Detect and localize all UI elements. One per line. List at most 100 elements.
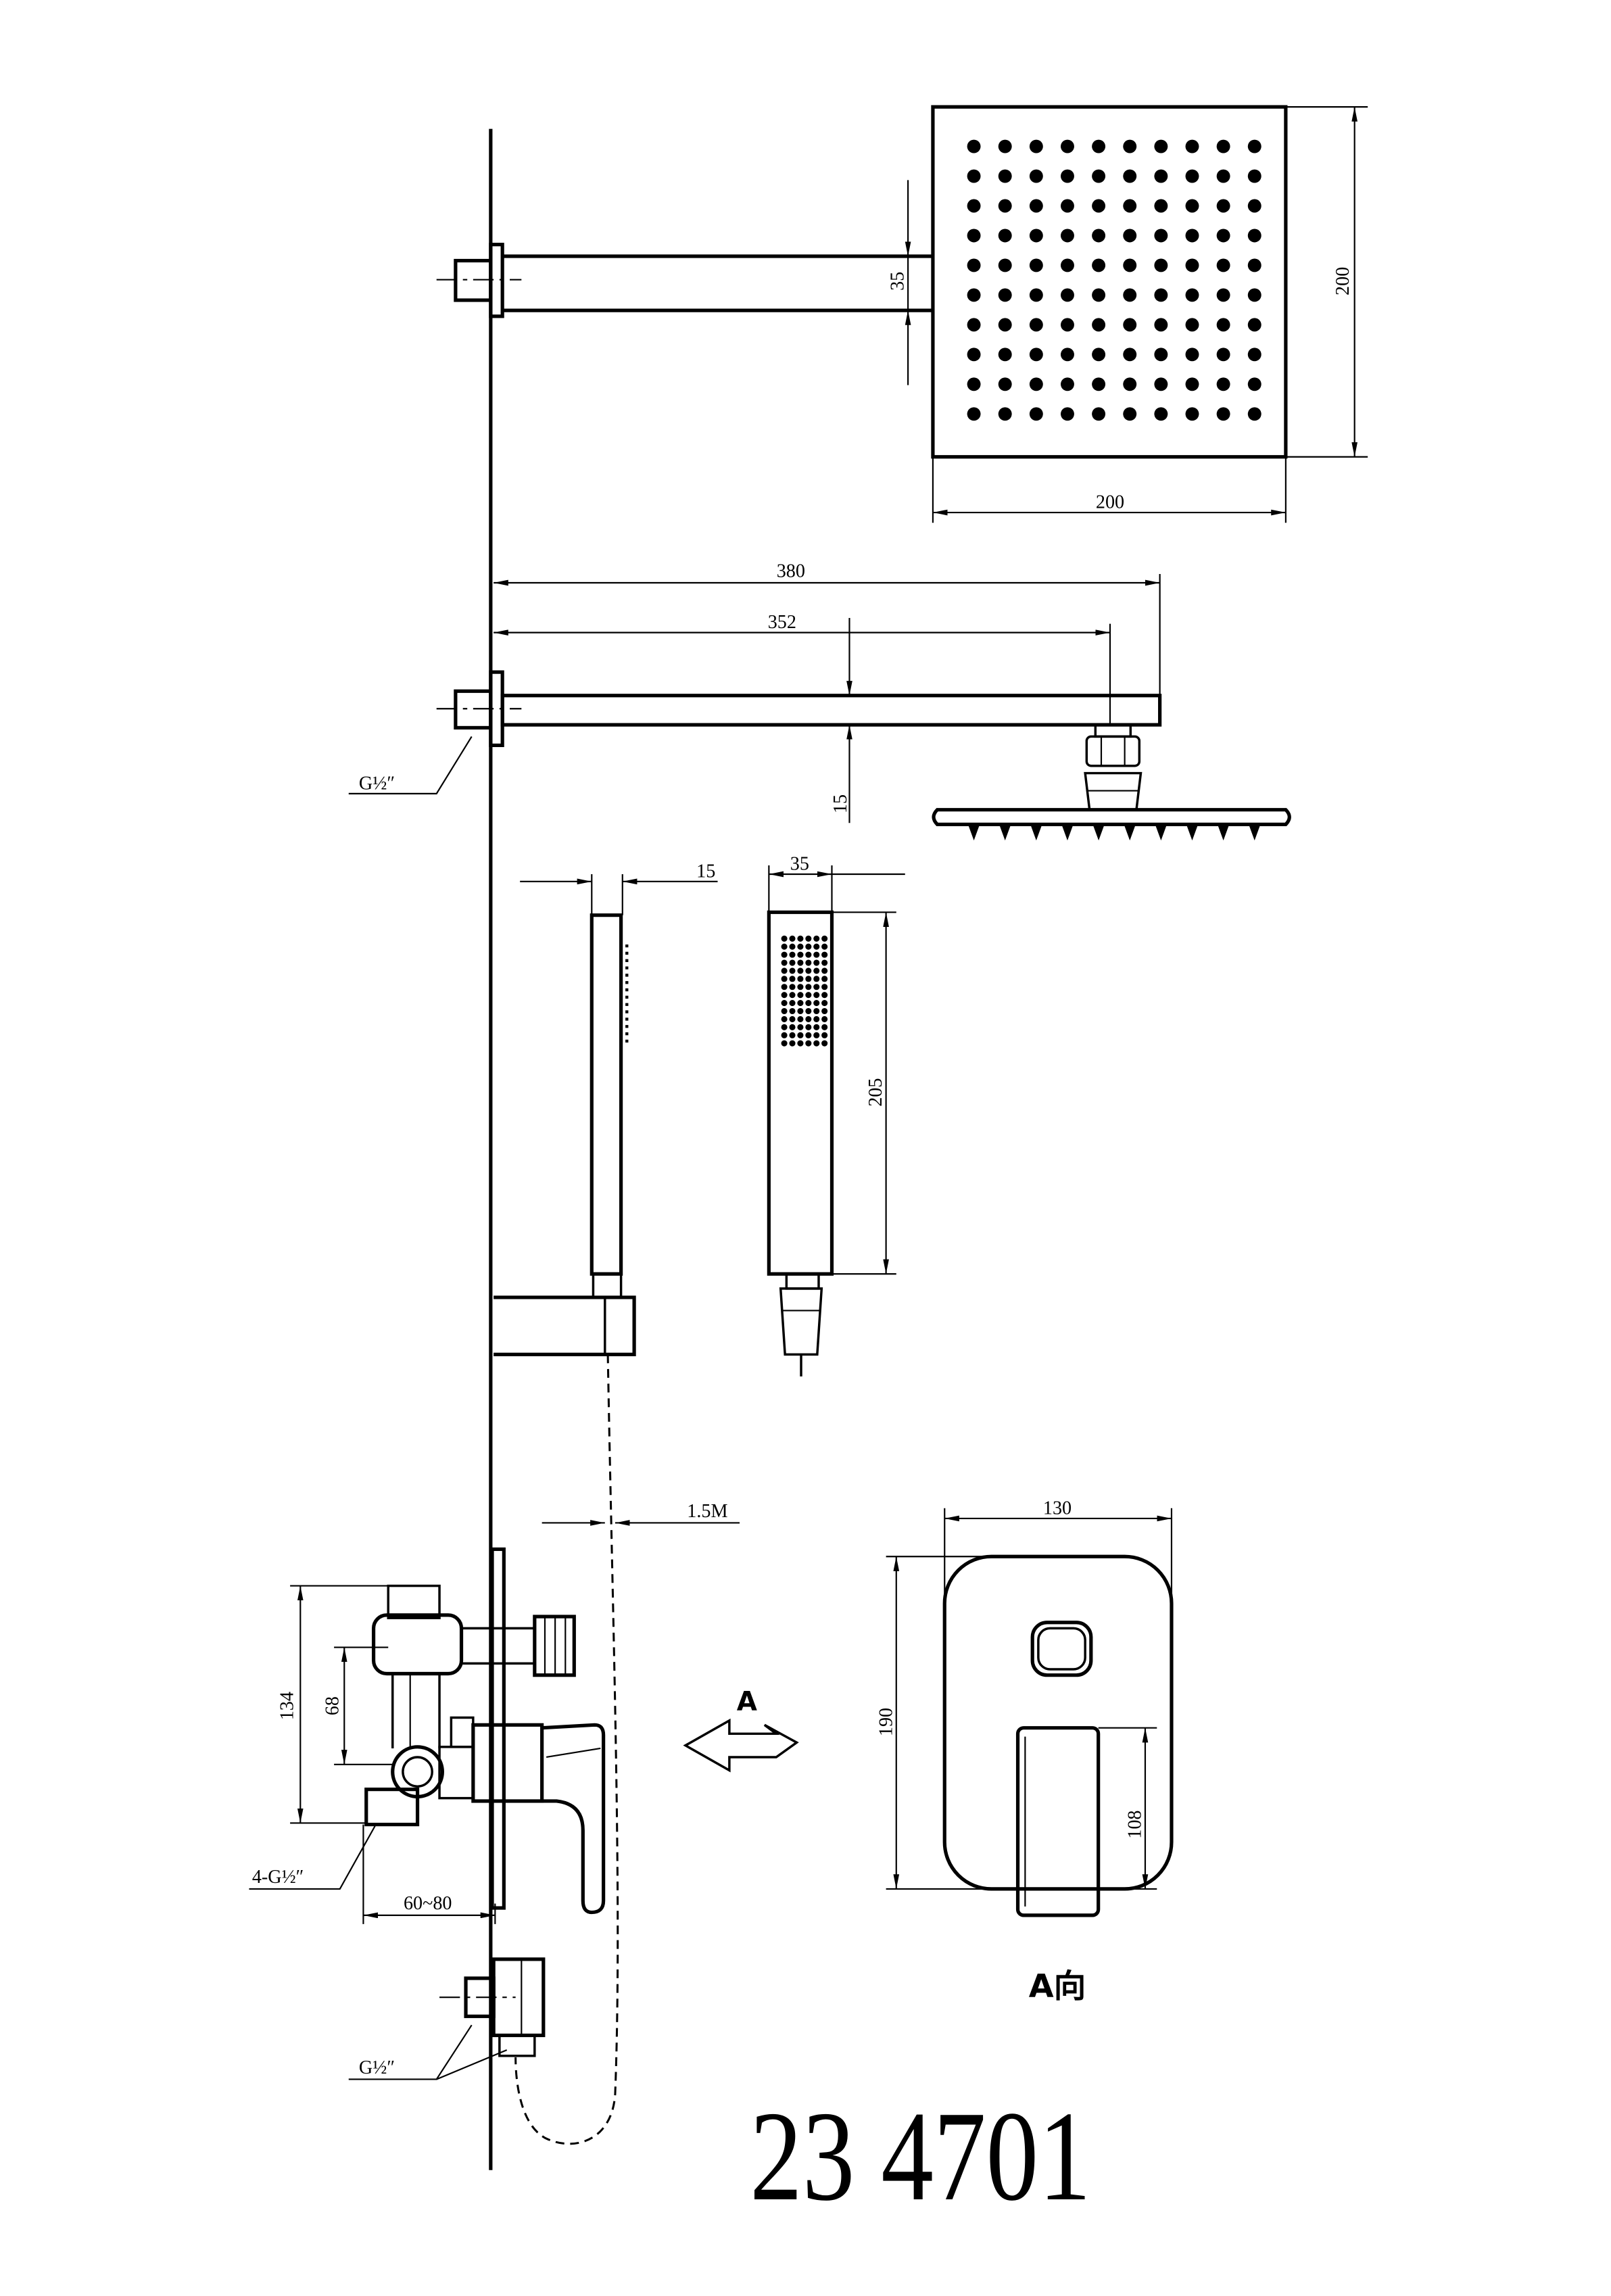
nozzle-dot (1123, 258, 1137, 272)
nozzle-dot (1185, 377, 1199, 391)
model-number: 23 4701 (750, 2085, 1091, 2228)
leader-line (348, 736, 473, 794)
hand-nozzle-dot (805, 1007, 812, 1015)
hand-nozzle-dot (821, 1032, 828, 1038)
dimension-label: 205 (865, 1078, 886, 1107)
dimension-mixer-depth: 60~80 (362, 1824, 496, 1924)
nozzle-dot (1216, 318, 1230, 332)
nozzle-dot (998, 348, 1012, 362)
dimension-hand-width: 35 (768, 853, 905, 913)
nozzle-dot (1123, 199, 1137, 213)
hand-nozzle-dot (805, 935, 812, 942)
hand-nozzle-dot (781, 935, 788, 942)
inlet-stub (454, 258, 493, 302)
hand-nozzle-dot (781, 1024, 788, 1030)
thread-label: 4-G½″ (252, 1867, 304, 1888)
inlet-block (364, 1788, 420, 1827)
hand-nozzle-dot (805, 976, 812, 982)
nozzle-dot (998, 377, 1012, 391)
nozzle-dot (1247, 258, 1261, 272)
dimension-label: 60~80 (404, 1893, 452, 1914)
diverter-button-outer (1030, 1621, 1093, 1677)
hand-nozzle-dot (805, 943, 812, 950)
nozzle-dot (1061, 318, 1074, 332)
hand-nozzle-dot (797, 1024, 804, 1030)
dimension-hose-length: 1.5M (542, 1501, 740, 1526)
hand-nozzle-dot (789, 984, 796, 990)
nozzle-dot (1092, 139, 1106, 153)
nozzle-dot (1247, 139, 1261, 153)
nozzle-dot (1185, 348, 1199, 362)
cartridge-bracket (450, 1716, 475, 1748)
hand-shower-cone (779, 1287, 823, 1356)
hand-nozzle-dot (797, 1040, 804, 1047)
dimension-label: 108 (1124, 1810, 1145, 1838)
hand-nozzle-dot (805, 959, 812, 966)
hand-nozzle-dot (821, 951, 828, 958)
hand-nozzle-dot (813, 1032, 820, 1038)
nozzle-dot (1247, 348, 1261, 362)
side-nozzle (967, 824, 980, 841)
hand-nozzle-dot (797, 943, 804, 950)
nozzle-dot (967, 258, 981, 272)
hand-nozzle-dot (805, 1015, 812, 1022)
nozzle-dot (1247, 407, 1261, 421)
hand-nozzle-dot (805, 1040, 812, 1047)
nozzle-dot (1154, 288, 1168, 302)
dimension-plate-width: 130 (944, 1498, 1173, 1596)
nozzle-dot (1154, 169, 1168, 183)
hand-nozzle-dot (789, 943, 796, 950)
hand-nozzle-dot (813, 1024, 820, 1030)
nozzle-dot (998, 169, 1012, 183)
view-a-caption: A向 (1029, 1968, 1086, 2005)
dimension-head-height: 200 (1285, 106, 1368, 458)
nozzle-dot (1185, 199, 1199, 213)
hose-outlet-elbow (439, 1957, 546, 2057)
hand-nozzle-dot (813, 992, 820, 999)
hand-nozzle-dot (789, 1024, 796, 1030)
nozzle-dot (1092, 288, 1106, 302)
nozzle-dot (1029, 169, 1043, 183)
side-nozzle (1124, 824, 1136, 841)
dimension-label: 134 (276, 1692, 297, 1720)
side-nozzle (999, 824, 1011, 841)
nozzle-dot (1154, 258, 1168, 272)
hand-nozzle-dot (813, 967, 820, 974)
side-nozzle (1030, 824, 1042, 841)
nozzle-dot (1216, 169, 1230, 183)
nozzle-dot (1216, 139, 1230, 153)
hand-shower-body-side (590, 913, 623, 1276)
hand-shower-front-view (767, 910, 834, 1377)
side-nozzle (1092, 824, 1105, 841)
hand-nozzle-dot (781, 967, 788, 974)
hand-nozzle-dot (781, 959, 788, 966)
hand-nozzle-dot (805, 992, 812, 999)
hand-nozzle-dot (789, 1007, 796, 1015)
nozzle-dot (1247, 229, 1261, 243)
hand-nozzle-dot (789, 959, 796, 966)
hand-shower-holder (494, 1295, 636, 1356)
nozzle-dot (1061, 377, 1074, 391)
nozzle-dot (1061, 199, 1074, 213)
lower-tee-inner (402, 1756, 433, 1788)
nozzle-dot (1092, 258, 1106, 272)
side-nozzles (967, 824, 1261, 841)
dimension-arm-thickness: 35 (888, 180, 911, 385)
nozzle-dot (1247, 288, 1261, 302)
hand-nozzle-dot (781, 1000, 788, 1007)
leader-line (436, 2049, 508, 2080)
nozzle-dot (1154, 348, 1168, 362)
mixer-lever-handle (542, 1723, 606, 1915)
outlet-nut (498, 2034, 536, 2057)
hand-nozzle-dot (821, 967, 828, 974)
nozzle-dot (1185, 169, 1199, 183)
nozzle-dot (967, 199, 981, 213)
nozzle-dot (967, 288, 981, 302)
nozzle-dot (1029, 199, 1043, 213)
nozzle-dot (1029, 348, 1043, 362)
side-nozzle (1186, 824, 1199, 841)
nozzle-dot (1061, 288, 1074, 302)
valve-upper-tee (371, 1613, 464, 1676)
hand-nozzle-dot (789, 1040, 796, 1047)
side-nozzle (1155, 824, 1168, 841)
